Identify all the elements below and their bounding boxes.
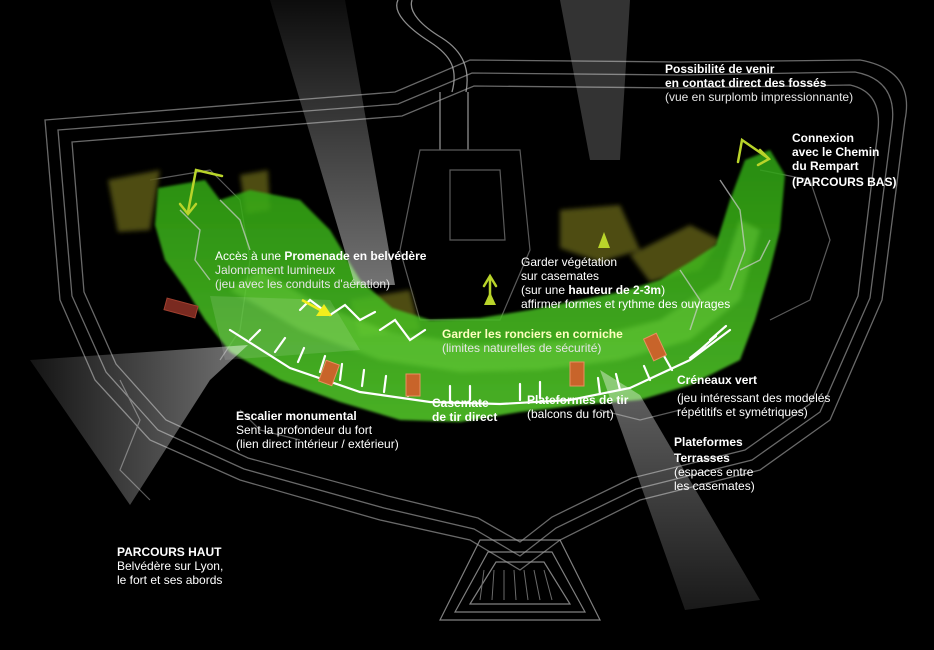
label-casemate: Casemate de tir direct bbox=[432, 396, 497, 424]
casemate-marker-icon bbox=[318, 359, 340, 387]
label-connexion-line1: Connexion bbox=[792, 131, 854, 145]
label-escalier-line3: (lien direct intérieur / extérieur) bbox=[236, 437, 399, 451]
label-parcours-haut: PARCOURS HAUT Belvédère sur Lyon, le for… bbox=[117, 545, 223, 587]
label-connexion: Connexion avec le Chemin du Rempart (PAR… bbox=[792, 131, 896, 189]
label-creneaux: Créneaux vert (jeu intéressant des model… bbox=[677, 373, 830, 419]
label-terrasses-line2: Terrasses bbox=[674, 451, 730, 465]
label-acces-bold: Promenade en belvédère bbox=[284, 249, 427, 263]
label-connexion-line4: (PARCOURS BAS) bbox=[792, 175, 897, 189]
label-connexion-line2: avec le Chemin bbox=[792, 145, 880, 159]
label-garder-vegetation: Garder végétation sur casemates (sur une… bbox=[521, 255, 730, 311]
label-plateformes-tir: Plateformes de tir (balcons du fort) bbox=[527, 393, 628, 421]
green-promenade-inner bbox=[230, 220, 760, 372]
casemate-markers bbox=[163, 297, 668, 397]
view-cone-icon bbox=[270, 0, 395, 285]
casemate-marker-icon bbox=[405, 373, 421, 397]
label-possibilite-line1: Possibilité de venir bbox=[665, 62, 775, 76]
label-possibilite: Possibilité de venir en contact direct d… bbox=[665, 62, 853, 104]
label-creneaux-line3: répétitifs et symétriques) bbox=[677, 405, 808, 419]
label-terrasses-line3: (espaces entre bbox=[674, 465, 754, 479]
label-creneaux-line1: Créneaux vert bbox=[677, 373, 758, 387]
label-vegetation-line3-bold: hauteur de 2-3m bbox=[568, 283, 662, 297]
label-ronciers: Garder les ronciers en corniche (limites… bbox=[442, 327, 623, 355]
label-acces-line3: (jeu avec les conduits d'aération) bbox=[215, 277, 391, 291]
access-road bbox=[396, 0, 469, 150]
label-vegetation-line3-post: ) bbox=[661, 283, 666, 297]
label-parcours-haut-line2: Belvédère sur Lyon, bbox=[117, 559, 224, 573]
label-acces-pre: Accès à une bbox=[215, 249, 285, 263]
label-creneaux-line2: (jeu intéressant des modelés bbox=[677, 391, 831, 405]
outer-rampart-lines bbox=[44, 59, 908, 571]
arrow-icon bbox=[301, 298, 332, 316]
casemate-marker-icon bbox=[569, 361, 585, 387]
label-escalier-line1: Escalier monumental bbox=[236, 409, 357, 423]
label-ronciers-line1: Garder les ronciers en corniche bbox=[442, 327, 623, 341]
view-cone-icon bbox=[560, 0, 630, 160]
label-escalier-line2: Sent la profondeur du fort bbox=[236, 423, 373, 437]
label-vegetation-line1: Garder végétation bbox=[521, 255, 618, 269]
label-plateformes-tir-line2: (balcons du fort) bbox=[527, 407, 614, 421]
casemate-marker-icon bbox=[163, 297, 199, 319]
view-cone-icon bbox=[600, 370, 760, 610]
view-cone-icon bbox=[30, 345, 248, 505]
label-possibilite-line3: (vue en surplomb impressionnante) bbox=[665, 90, 854, 104]
label-plateformes-tir-line1: Plateformes de tir bbox=[527, 393, 629, 407]
label-vegetation-line4: affirmer formes et rythme des ouvrages bbox=[521, 297, 731, 311]
label-casemate-line2: de tir direct bbox=[432, 410, 498, 424]
label-possibilite-line2: en contact direct des fossés bbox=[665, 76, 827, 90]
label-casemate-line1: Casemate bbox=[432, 396, 489, 410]
label-parcours-haut-line1: PARCOURS HAUT bbox=[117, 545, 222, 559]
south-bastion-hatching bbox=[479, 569, 553, 601]
label-acces-line2: Jalonnement lumineux bbox=[215, 263, 336, 277]
label-terrasses-line1: Plateformes bbox=[674, 435, 743, 449]
casemate-marker-icon bbox=[642, 332, 668, 362]
label-vegetation-line3-pre: (sur une bbox=[521, 283, 569, 297]
south-bastion bbox=[439, 539, 601, 621]
casemate-structures bbox=[228, 298, 732, 406]
label-escalier: Escalier monumental Sent la profondeur d… bbox=[236, 409, 399, 451]
label-vegetation-line2: sur casemates bbox=[521, 269, 600, 283]
label-ronciers-line2: (limites naturelles de sécurité) bbox=[442, 341, 602, 355]
label-parcours-haut-line3: le fort et ses abords bbox=[117, 573, 223, 587]
label-acces-promenade: Accès à une Promenade en belvédère Jalon… bbox=[215, 249, 426, 291]
arrow-icon bbox=[484, 232, 610, 305]
label-terrasses-line4: les casemates) bbox=[674, 479, 755, 493]
label-connexion-line3: du Rempart bbox=[792, 159, 859, 173]
casemate-structures-dim bbox=[179, 179, 771, 331]
arrow-icon bbox=[178, 137, 772, 300]
label-plateformes-terrasses: Plateformes Terrasses (espaces entre les… bbox=[674, 435, 755, 493]
